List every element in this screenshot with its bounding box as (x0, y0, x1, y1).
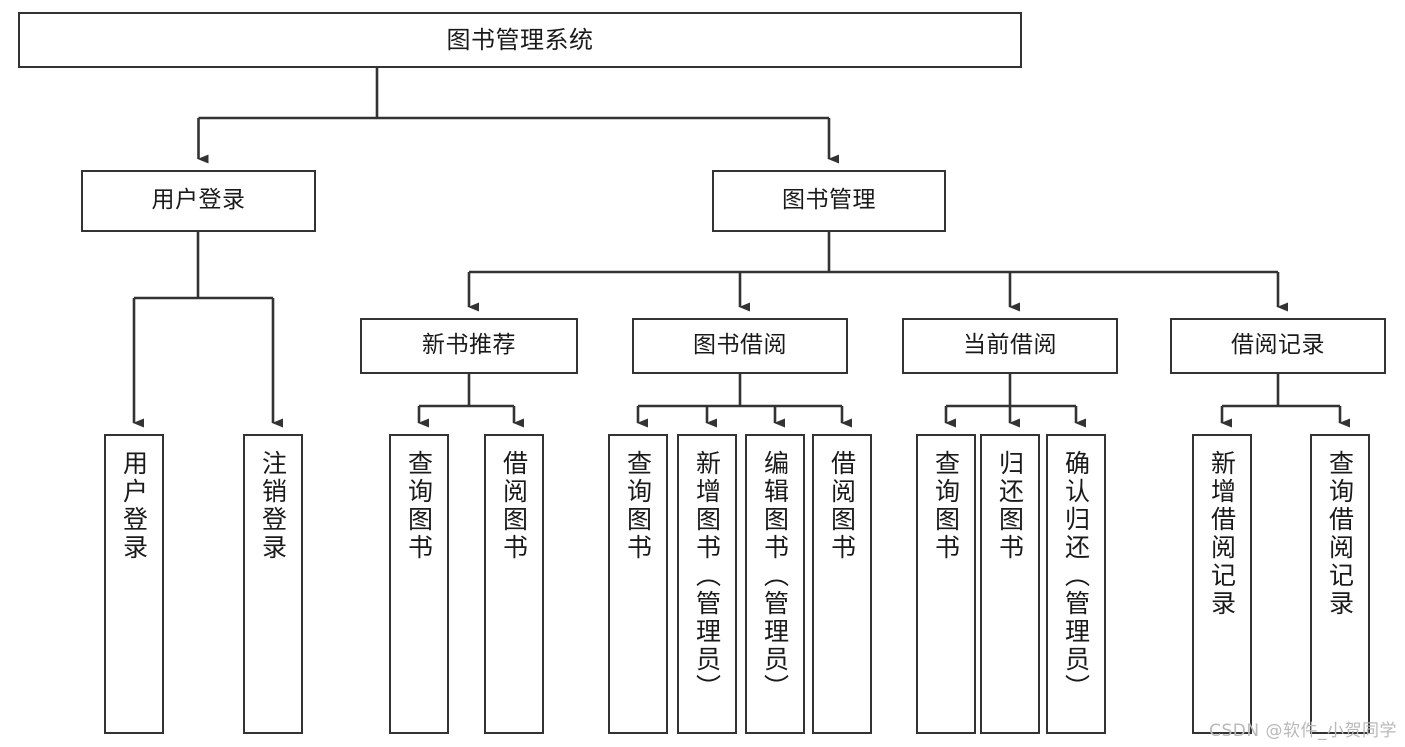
node-l-edit[interactable]: 编辑图书（管理员） (745, 434, 805, 734)
node-l-return[interactable]: 归还图书 (980, 434, 1040, 734)
node-label: 借阅图书 (499, 450, 529, 562)
node-l-logout[interactable]: 注销登录 (243, 434, 303, 734)
node-root[interactable]: 图书管理系统 (18, 12, 1022, 68)
node-label: 归还图书 (995, 450, 1025, 562)
node-l-borrow1[interactable]: 借阅图书 (484, 434, 544, 734)
node-login[interactable]: 用户登录 (81, 170, 316, 232)
node-l-query3[interactable]: 查询图书 (916, 434, 976, 734)
node-l-query1[interactable]: 查询图书 (389, 434, 449, 734)
node-l-queryrec[interactable]: 查询借阅记录 (1310, 434, 1370, 734)
node-l-addrec[interactable]: 新增借阅记录 (1192, 434, 1252, 734)
node-borrow[interactable]: 图书借阅 (632, 318, 848, 374)
node-label: 查询图书 (623, 450, 653, 562)
node-label: 借阅记录 (1231, 332, 1325, 359)
node-label: 图书管理系统 (446, 25, 594, 54)
node-records[interactable]: 借阅记录 (1170, 318, 1386, 374)
node-label: 借阅图书 (827, 450, 857, 562)
node-label: 用户登录 (151, 187, 246, 214)
node-label: 查询图书 (404, 450, 434, 562)
node-l-add[interactable]: 新增图书（管理员） (677, 434, 737, 734)
node-l-login[interactable]: 用户登录 (104, 434, 164, 734)
node-bookmgmt[interactable]: 图书管理 (712, 170, 946, 232)
node-label: 注销登录 (258, 450, 288, 562)
node-label: 用户登录 (119, 450, 149, 562)
node-label: 编辑图书（管理员） (760, 450, 790, 702)
node-label: 当前借阅 (963, 332, 1057, 359)
node-label: 新书推荐 (422, 332, 516, 359)
node-label: 图书借阅 (693, 332, 787, 359)
node-l-query2[interactable]: 查询图书 (608, 434, 668, 734)
node-current[interactable]: 当前借阅 (902, 318, 1118, 374)
node-l-confirm[interactable]: 确认归还（管理员） (1046, 434, 1106, 734)
node-newbook[interactable]: 新书推荐 (360, 318, 578, 374)
node-label: 新增图书（管理员） (692, 450, 722, 702)
node-l-borrow2[interactable]: 借阅图书 (812, 434, 872, 734)
watermark-text: CSDN @软件_小贺同学 (1209, 721, 1397, 741)
node-label: 查询图书 (931, 450, 961, 562)
node-label: 确认归还（管理员） (1061, 450, 1091, 702)
node-label: 查询借阅记录 (1325, 450, 1355, 618)
node-label: 图书管理 (782, 187, 876, 214)
node-label: 新增借阅记录 (1207, 450, 1237, 618)
